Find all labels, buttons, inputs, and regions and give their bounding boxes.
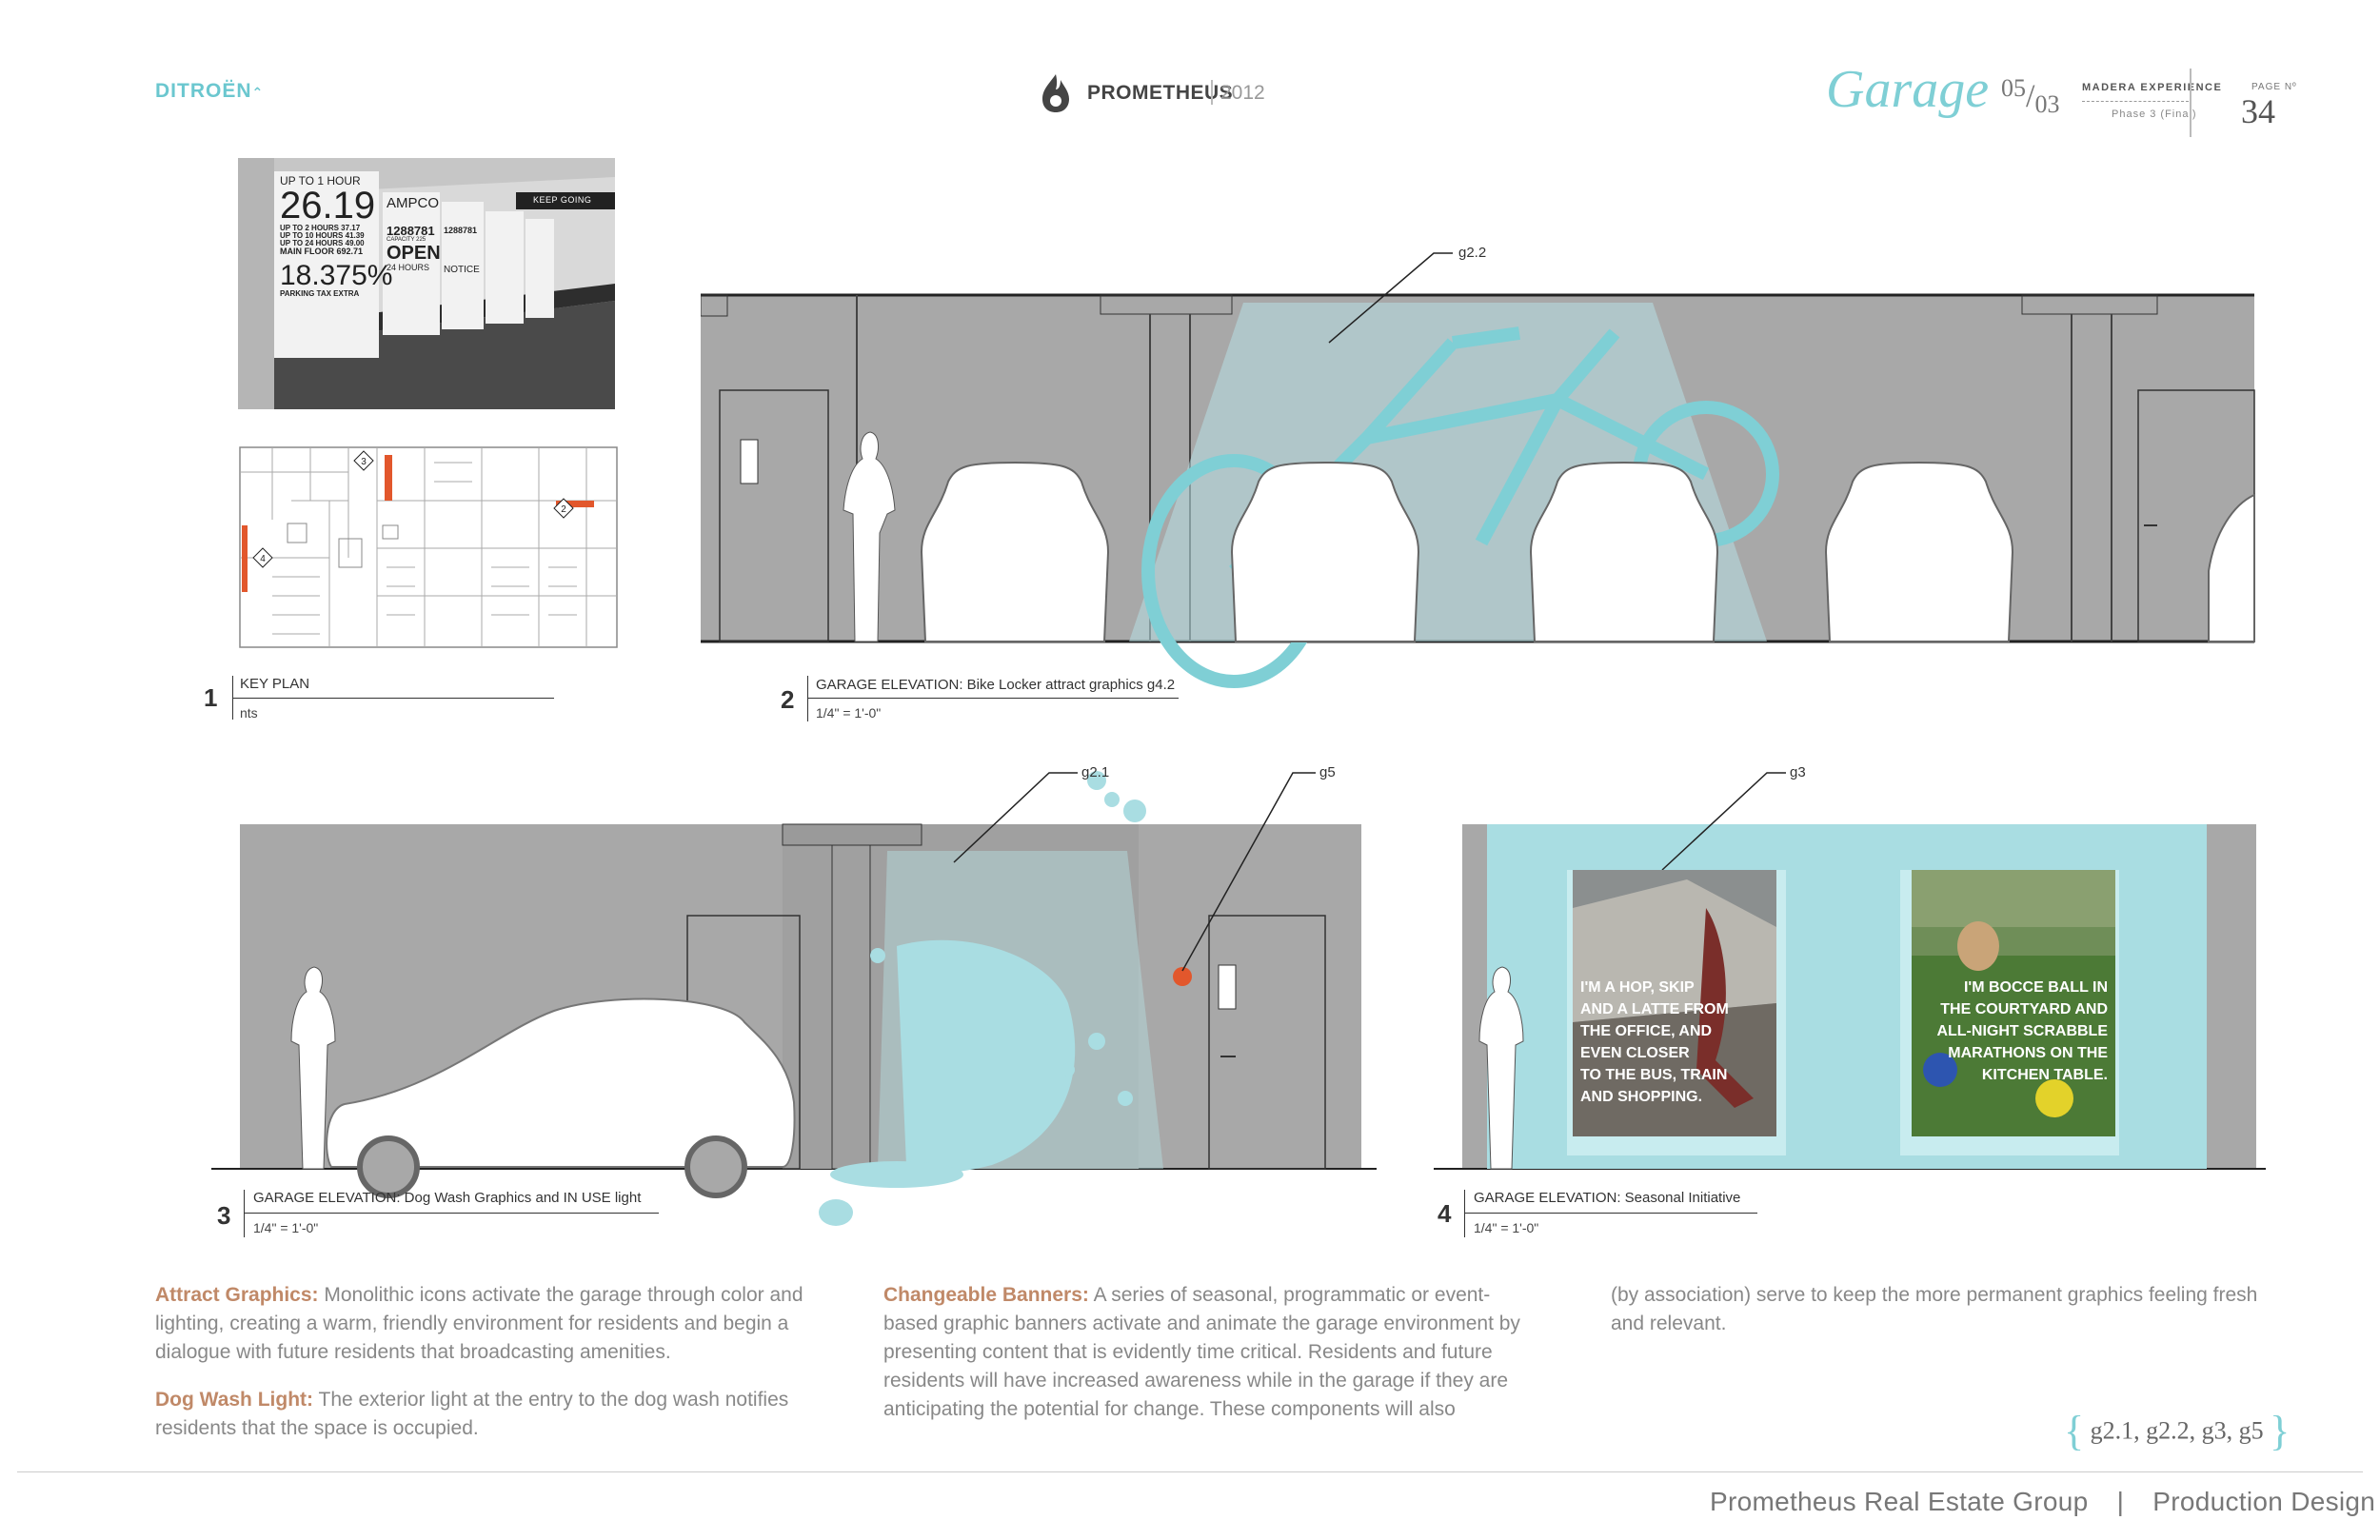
callout-g3: g3 (1790, 764, 1806, 780)
sign-line: 18.375% (280, 260, 393, 291)
footer-department: Production Design (2152, 1487, 2376, 1516)
caption-scale-3: 1/4" = 1'-0" (253, 1220, 319, 1235)
banner-right-line: I'M BOCCE BALL IN (1963, 979, 2108, 996)
banner-right-line: ALL-NIGHT SCRABBLE (1936, 1023, 2108, 1039)
sign-line: 1288781 (387, 223, 435, 238)
experience-label: MADERA EXPERIENCE (2082, 82, 2223, 93)
section-title: Garage (1826, 60, 1990, 119)
caption-divider (807, 676, 808, 721)
caption-scale-1: nts (240, 705, 258, 721)
reference-codes: { g2.1, g2.2, g3, g5 } (2064, 1408, 2291, 1454)
header-separator (1211, 80, 1213, 105)
caption-title-1: KEY PLAN (240, 676, 310, 692)
banner-left: I'M A HOP, SKIP AND A LATTE FROM THE OFF… (1573, 870, 1776, 1136)
footer-rule (17, 1471, 2363, 1472)
caption-rule (1464, 1213, 1757, 1214)
banner-left-line: I'M A HOP, SKIP (1580, 979, 1695, 996)
banner-right: I'M BOCCE BALL IN THE COURTYARD AND ALL-… (1912, 870, 2115, 1136)
callout-g2-1: g2.1 (1081, 764, 1109, 780)
keyplan-marker-2: 2 (561, 504, 566, 515)
sign-line: 26.19 (280, 185, 376, 227)
caption-number-4: 4 (1438, 1199, 1452, 1228)
sign-line: UP TO 10 HOURS 41.39 (280, 231, 365, 240)
dog-wash-lead: Dog Wash Light: (155, 1389, 314, 1411)
banner-right-line: MARATHONS ON THE (1948, 1045, 2108, 1061)
caption-divider (244, 1190, 245, 1237)
sign-line: UP TO 2 HOURS 37.17 (280, 224, 361, 232)
callout-g5: g5 (1319, 764, 1336, 780)
garage-elevation-3: g2.1 g5 (211, 764, 1377, 1226)
sign-line: 1288781 (444, 226, 478, 235)
caption-divider (1464, 1190, 1465, 1237)
sign-line: UP TO 1 HOUR (280, 174, 361, 188)
banner-left-line: TO THE BUS, TRAIN (1580, 1067, 1728, 1083)
phase-label: Phase 3 (Final) (2112, 109, 2197, 120)
caption-scale-2: 1/4" = 1'-0" (816, 705, 882, 721)
footer: Prometheus Real Estate Group | Productio… (1710, 1487, 2375, 1517)
sign-line: AMPCO (387, 195, 440, 211)
sign-line: UP TO 24 HOURS 49.00 (280, 239, 365, 247)
banner-left-line: AND A LATTE FROM (1580, 1001, 1729, 1017)
footer-separator: | (2116, 1487, 2125, 1516)
changeable-banners-body: A series of seasonal, programmatic or ev… (883, 1284, 1520, 1420)
caption-rule (807, 698, 1179, 699)
caption-number-2: 2 (781, 685, 795, 714)
attract-graphics-lead: Attract Graphics: (155, 1284, 319, 1306)
prometheus-year: 2012 (1220, 82, 1265, 104)
banner-right-line: KITCHEN TABLE. (1981, 1067, 2108, 1083)
continuation-paragraph: (by association) serve to keep the more … (1611, 1284, 2258, 1334)
key-plan-drawing: 3 2 4 (239, 446, 618, 648)
banner-right-line: THE COURTYARD AND (1940, 1001, 2108, 1017)
attract-graphics-paragraph: Attract Graphics: Monolithic icons activ… (155, 1281, 822, 1367)
sign-line: NOTICE (444, 264, 480, 275)
sign-line: CAPACITY 225 (387, 237, 426, 244)
dog-wash-paragraph: Dog Wash Light: The exterior light at th… (155, 1386, 822, 1443)
brand-logo-left: DITROËN⌃ (155, 80, 265, 102)
attract-graphics-body: Monolithic icons activate the garage thr… (155, 1284, 803, 1363)
garage-signage-photo: UP TO 1 HOUR 26.19 UP TO 2 HOURS 37.17 U… (238, 158, 615, 409)
garage-elevation-4: g3 (1434, 764, 2266, 1170)
keyplan-marker-4: 4 (260, 554, 266, 564)
prometheus-flame-icon (1042, 74, 1069, 112)
experience-divider (2082, 101, 2189, 102)
caption-number-1: 1 (204, 683, 218, 712)
banner-left-line: THE OFFICE, AND (1580, 1023, 1713, 1039)
caption-number-3: 3 (217, 1201, 231, 1230)
caption-rule (244, 1213, 659, 1214)
prometheus-name: PROMETHEUS (1087, 82, 1234, 104)
banner-left-line: EVEN CLOSER (1580, 1045, 1690, 1061)
sign-line: MAIN FLOOR 692.71 (280, 247, 364, 256)
overhead-sign: KEEP GOING (533, 195, 592, 205)
keyplan-marker-3: 3 (361, 457, 367, 467)
section-fraction: 05/03 (2001, 74, 2060, 118)
page-number: 34 (2241, 92, 2275, 130)
caption-scale-4: 1/4" = 1'-0" (1474, 1220, 1539, 1235)
caption-title-2: GARAGE ELEVATION: Bike Locker attract gr… (816, 677, 1176, 693)
reference-codes-text: g2.1, g2.2, g3, g5 (2090, 1416, 2264, 1445)
garage-elevation-2: g2.2 (701, 245, 2255, 688)
footer-company: Prometheus Real Estate Group (1710, 1487, 2089, 1516)
page-number-label: PAGE Nº (2251, 82, 2297, 92)
changeable-banners-paragraph: Changeable Banners: A series of seasonal… (883, 1281, 1540, 1424)
callout-g2-2: g2.2 (1458, 245, 1486, 261)
header-vertical-rule (2190, 69, 2192, 137)
banner-left-line: AND SHOPPING. (1580, 1089, 1703, 1105)
caption-title-4: GARAGE ELEVATION: Seasonal Initiative (1474, 1190, 1741, 1206)
sign-line: OPEN (387, 242, 441, 264)
caption-rule (232, 698, 554, 699)
dog-wash-body: The exterior light at the entry to the d… (155, 1389, 789, 1439)
sign-line: 24 HOURS (387, 262, 430, 272)
sign-line: PARKING TAX EXTRA (280, 289, 360, 298)
caption-title-3: GARAGE ELEVATION: Dog Wash Graphics and … (253, 1190, 642, 1206)
changeable-banners-lead: Changeable Banners: (883, 1284, 1089, 1306)
